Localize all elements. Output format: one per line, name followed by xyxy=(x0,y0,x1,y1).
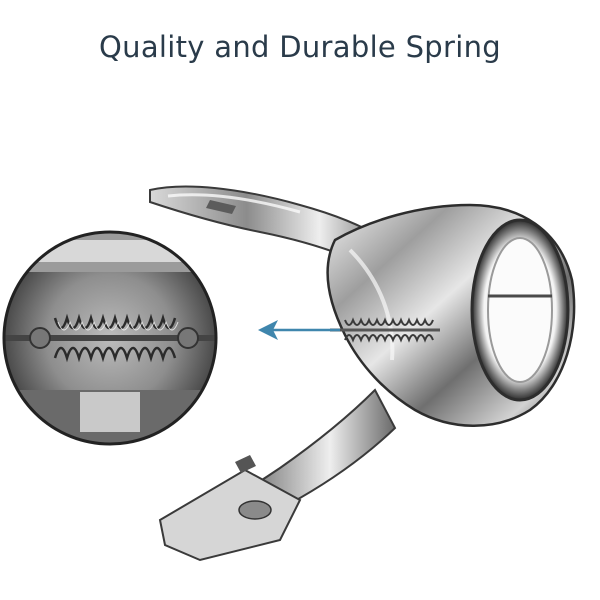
product-spring xyxy=(330,317,440,343)
spring-zoom-detail xyxy=(2,230,218,446)
clamp-lower-arm xyxy=(158,388,397,562)
pointer-arrow xyxy=(258,320,340,340)
headline-title: Quality and Durable Spring xyxy=(99,30,501,64)
clamp-ring-opening xyxy=(470,218,570,402)
